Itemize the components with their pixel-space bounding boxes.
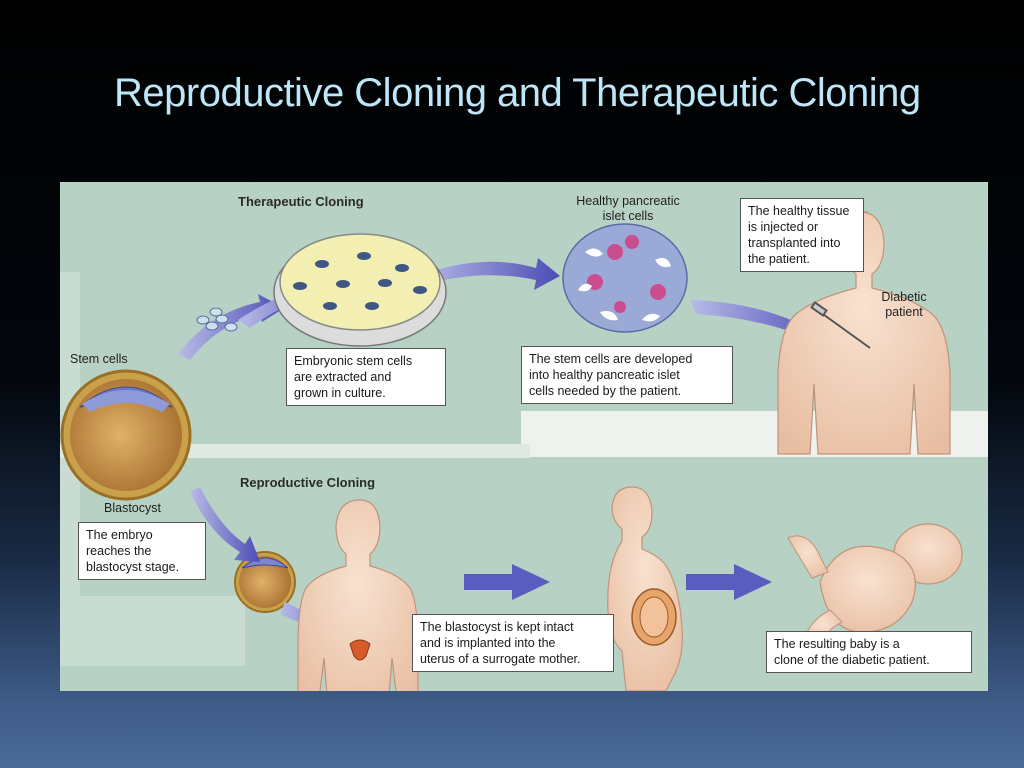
reproductive-cloning-heading: Reproductive Cloning [240,475,376,490]
healthy-islet-cells-label: Healthy pancreatic islet cells [576,194,680,223]
step-developed-box: The stem cells are developed into health… [521,346,733,404]
stem-cells-label: Stem cells [70,352,128,366]
petri-dish [273,233,447,347]
islet-cell-mass [562,223,688,333]
arrow-to-pregnancy-body [464,574,512,590]
blastocyst-large [60,369,192,501]
arrow-to-baby-body [686,574,734,590]
arrow-to-islet [416,258,560,290]
syringe [810,301,871,349]
lower-page-strip [60,596,245,666]
arrow-to-patient [690,300,830,346]
arrow-to-pregnancy-head [512,564,550,600]
cloning-diagram: Therapeutic Cloning Healthy pancreatic i… [60,182,988,691]
slide-title: Reproductive Cloning and Therapeutic Clo… [114,71,921,115]
arrow-to-small-blastocyst [190,487,260,562]
blastocyst-label: Blastocyst [104,501,161,515]
step-embryo-box: The embryo reaches the blastocyst stage. [78,522,206,580]
arrow-to-baby-head [734,564,772,600]
pregnant-woman-figure [607,486,683,691]
step-extracted-box: Embryonic stem cells are extracted and g… [286,348,446,406]
stem-cell-cluster [196,307,238,332]
blastocyst-small [234,551,296,613]
diabetic-patient-label: Diabetic patient [881,290,927,319]
step-baby-box: The resulting baby is a clone of the dia… [766,631,972,673]
therapeutic-cloning-heading: Therapeutic Cloning [238,194,364,209]
step-implanted-box: The blastocyst is kept intact and is imp… [412,614,614,672]
surrogate-mother-figure [297,499,419,691]
step-tissue-transplant-box: The healthy tissue is injected or transp… [740,198,864,272]
